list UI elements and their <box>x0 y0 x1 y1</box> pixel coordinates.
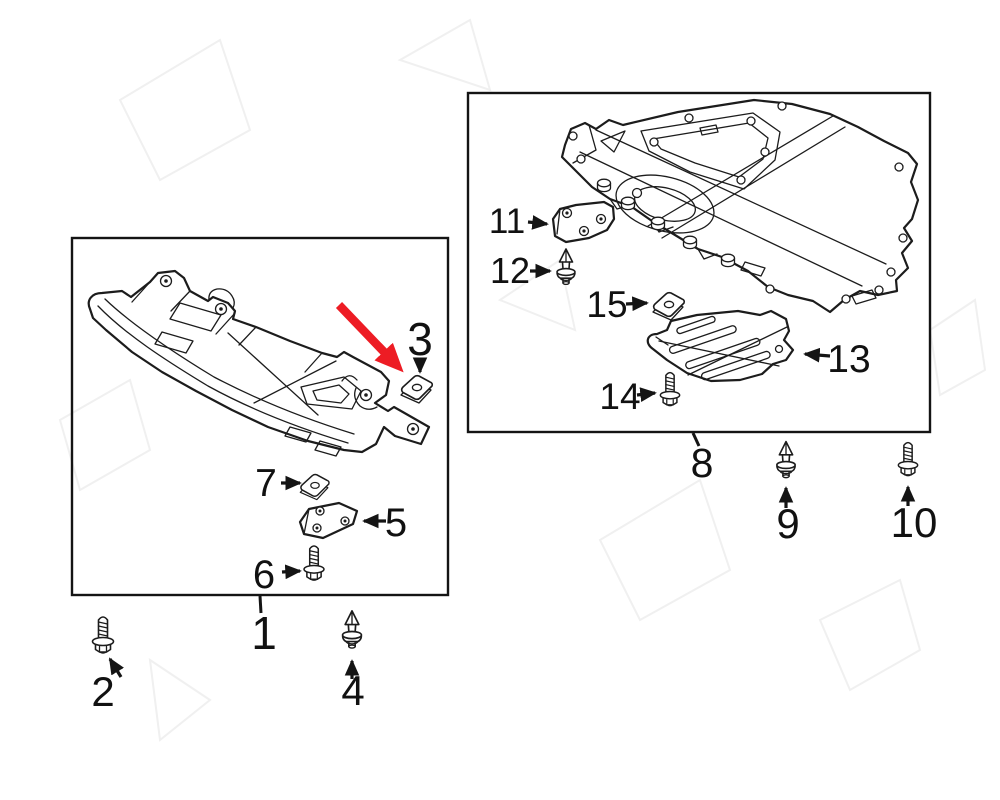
callout-label-14: 14 <box>599 376 640 417</box>
part-3-clip-nut <box>400 374 434 404</box>
callout-label-1: 1 <box>251 607 277 659</box>
part-10-flange-screw <box>897 441 919 477</box>
callout-label-15: 15 <box>586 284 627 325</box>
callout-label-13: 13 <box>827 338 870 381</box>
callout-label-7: 7 <box>255 462 277 505</box>
callout-label-6: 6 <box>253 553 275 597</box>
part-7-clip-nut <box>299 473 330 501</box>
part-4-push-clip <box>341 610 363 649</box>
callout-arrow-2 <box>108 657 124 678</box>
callout-label-9: 9 <box>776 500 799 547</box>
callout-label-8: 8 <box>691 440 714 486</box>
callout-label-10: 10 <box>891 499 938 546</box>
watermark-pattern <box>58 18 987 742</box>
callout-labels: 1 2 3 4 5 6 7 8 9 10 11 12 13 14 15 <box>91 202 937 715</box>
under-cover-group-box <box>466 91 932 434</box>
part-12-push-clip <box>556 248 576 286</box>
front-shield-group-box <box>70 236 450 597</box>
part-13-lower-engine-shield <box>646 309 795 383</box>
part-9-push-clip <box>776 440 796 479</box>
callout-arrow-13 <box>803 347 831 363</box>
part-14-flange-bolt <box>659 371 681 407</box>
callout-arrow-11 <box>527 215 549 230</box>
callout-label-3: 3 <box>407 313 433 365</box>
part-11-cover-plate <box>551 200 616 244</box>
part-6-flange-bolt <box>303 545 325 582</box>
part-1-front-splash-shield <box>87 269 431 457</box>
part-8-engine-under-cover <box>560 98 920 314</box>
callout-arrow-6 <box>281 564 302 580</box>
callout-arrows <box>108 215 916 679</box>
callout-label-5: 5 <box>385 501 407 545</box>
part-2-flange-screw <box>91 616 115 654</box>
callout-label-2: 2 <box>91 668 114 715</box>
part-15-clip-nut <box>652 291 686 321</box>
part-5-cover-plate <box>298 501 359 540</box>
highlight-arrow <box>335 302 404 373</box>
callout-label-11: 11 <box>489 202 525 241</box>
callout-label-12: 12 <box>490 250 530 291</box>
callout-arrow-14 <box>636 387 657 402</box>
leader-line-1 <box>258 595 263 614</box>
callout-label-4: 4 <box>341 667 364 714</box>
callout-arrow-15 <box>625 296 649 312</box>
leader-line-8 <box>691 432 701 447</box>
